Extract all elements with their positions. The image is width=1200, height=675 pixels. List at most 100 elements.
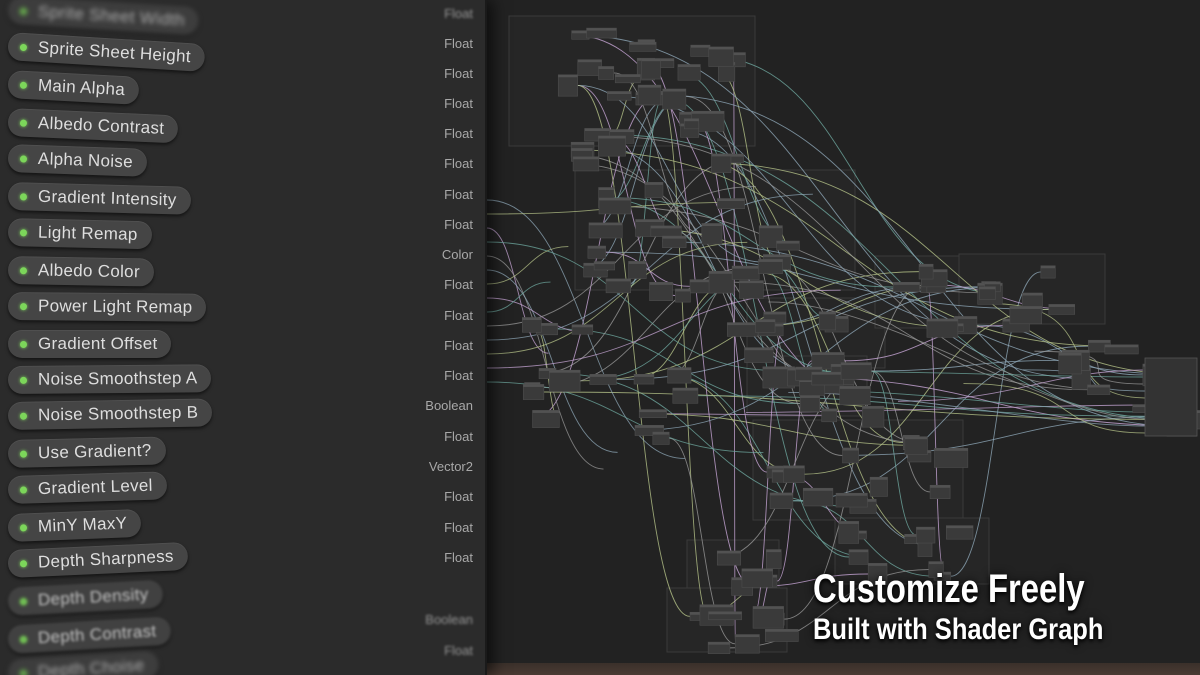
graph-node-header xyxy=(628,261,647,264)
graph-node-header xyxy=(776,241,800,244)
graph-node-header xyxy=(662,236,687,239)
graph-node-header xyxy=(667,367,692,371)
graph-node xyxy=(926,318,959,338)
graph-node xyxy=(557,74,578,97)
graph-edge xyxy=(577,85,691,617)
graph-node-header xyxy=(708,642,730,645)
graph-node-header xyxy=(708,611,742,615)
graph-node-header xyxy=(634,374,654,377)
property-pill[interactable]: Gradient Level xyxy=(7,471,168,504)
shader-graph-canvas[interactable] xyxy=(487,0,1200,675)
graph-node xyxy=(708,270,735,294)
panel-divider xyxy=(485,0,487,675)
property-pill[interactable]: MinY MaxY xyxy=(7,508,142,542)
graph-node-header xyxy=(946,525,973,529)
graph-node-header xyxy=(573,156,599,160)
property-pill[interactable]: Depth Density xyxy=(7,579,164,616)
graph-node xyxy=(628,261,647,279)
graph-edge xyxy=(898,369,1148,402)
graph-node-header xyxy=(1040,265,1056,269)
graph-node-header xyxy=(870,477,888,480)
property-type: Float xyxy=(444,489,473,504)
property-type: Float xyxy=(444,126,473,141)
property-pill[interactable]: Alpha Noise xyxy=(7,144,148,177)
graph-node-header xyxy=(839,386,871,389)
property-pill[interactable]: Main Alpha xyxy=(7,70,140,105)
graph-node-header xyxy=(598,135,626,139)
property-pill[interactable]: Albedo Contrast xyxy=(7,108,179,144)
graph-node-header xyxy=(635,219,664,223)
graph-node-header xyxy=(558,74,578,78)
property-type: Float xyxy=(444,550,473,565)
graph-node-header xyxy=(589,374,617,377)
graph-node xyxy=(869,476,888,497)
property-type: Float xyxy=(444,96,473,111)
graph-edge xyxy=(711,162,1191,376)
graph-node-header xyxy=(744,347,774,351)
graph-node-header xyxy=(594,261,615,265)
exposed-dot-icon xyxy=(19,119,28,127)
graph-node-header xyxy=(701,223,722,226)
property-pill[interactable]: Light Remap xyxy=(7,218,152,250)
node-graph[interactable] xyxy=(487,0,1200,675)
graph-node-header xyxy=(928,561,944,565)
property-name: Gradient Level xyxy=(37,475,153,499)
graph-node-header xyxy=(635,425,664,428)
graph-node-header xyxy=(1048,304,1075,307)
graph-node-header xyxy=(795,367,822,370)
graph-node-header xyxy=(638,85,661,88)
graph-node-header xyxy=(532,410,560,413)
property-pill[interactable]: Use Gradient? xyxy=(7,436,166,468)
graph-node-header xyxy=(571,324,593,328)
graph-node-header xyxy=(770,492,793,496)
property-pill[interactable]: Albedo Color xyxy=(7,256,155,287)
graph-node-header xyxy=(904,534,927,537)
graph-node-header xyxy=(598,66,614,69)
graph-node xyxy=(532,410,560,428)
graph-edge xyxy=(605,251,1049,310)
property-pill[interactable]: Gradient Intensity xyxy=(7,182,191,215)
property-pill[interactable]: Noise Smoothstep B xyxy=(7,398,213,430)
property-pill[interactable]: Sprite Sheet Width xyxy=(7,0,200,36)
property-pill[interactable]: Noise Smoothstep A xyxy=(7,364,212,394)
graph-edge xyxy=(543,391,1171,420)
exposed-dot-icon xyxy=(19,597,28,605)
graph-node xyxy=(1009,306,1042,325)
graph-node-header xyxy=(841,362,872,366)
graph-edge xyxy=(609,134,1182,421)
graph-edge xyxy=(963,383,1148,434)
graph-node-header xyxy=(862,406,884,409)
graph-node-header xyxy=(767,466,789,469)
graph-node-header xyxy=(930,485,951,488)
graph-node-header xyxy=(608,129,634,133)
graph-node-header xyxy=(652,432,670,435)
graph-edge xyxy=(614,197,894,288)
exposed-dot-icon xyxy=(19,7,28,15)
graph-node-header xyxy=(758,259,783,262)
graph-node-header xyxy=(615,74,641,77)
graph-node-header xyxy=(599,197,631,201)
graph-node-header xyxy=(825,316,849,319)
graph-edge xyxy=(871,370,931,493)
exposed-dot-icon xyxy=(19,450,28,458)
graph-edge xyxy=(598,145,822,375)
exposed-dot-icon xyxy=(20,340,27,348)
graph-node-header xyxy=(868,563,888,566)
exposed-dot-icon xyxy=(19,559,28,567)
property-pill[interactable]: Depth Sharpness xyxy=(7,541,189,578)
graph-node xyxy=(752,606,784,629)
property-pill[interactable]: Sprite Sheet Height xyxy=(7,32,206,73)
graph-edge xyxy=(663,227,801,404)
property-pill[interactable]: Depth Choise xyxy=(7,650,160,675)
property-type: Vector2 xyxy=(428,459,473,474)
graph-edge xyxy=(926,284,944,571)
preview-strip xyxy=(487,663,1200,675)
property-type: Float xyxy=(444,217,473,232)
property-name: MinY MaxY xyxy=(37,513,128,536)
exposed-dot-icon xyxy=(19,485,28,494)
property-pill[interactable]: Power Light Remap xyxy=(7,292,207,322)
property-name: Albedo Color xyxy=(37,260,141,282)
property-pill[interactable]: Depth Contrast xyxy=(7,616,172,654)
property-pill[interactable]: Gradient Offset xyxy=(8,330,172,358)
graph-node-header xyxy=(571,142,595,145)
